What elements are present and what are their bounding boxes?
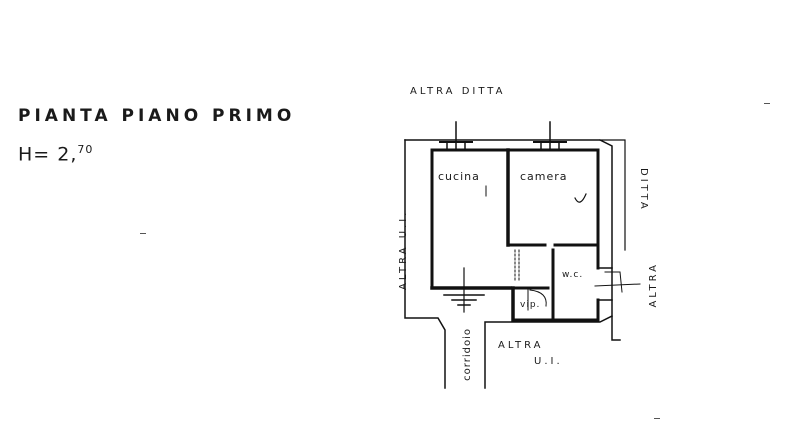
label-right-ditta: DITTA (638, 168, 649, 212)
label-top-altra-ditta: ALTRA DITTA (410, 86, 506, 97)
room-vip: vip. (520, 300, 541, 310)
ceiling-height-value: H= 2, (18, 143, 78, 166)
room-camera: camera (520, 170, 568, 183)
plan-title: PIANTA PIANO PRIMO (18, 106, 296, 126)
label-corridor: corridoio (462, 328, 473, 381)
label-bottom-ui: U.I. (534, 356, 563, 367)
ceiling-height-decimals: 70 (77, 143, 94, 156)
speck (140, 233, 146, 234)
room-wc: w.c. (562, 270, 584, 280)
room-cucina: cucina (438, 170, 480, 183)
label-right-altra: ALTRA (648, 262, 659, 308)
label-left-altra-ui: ALTRA U.I. (398, 209, 409, 290)
speck (764, 103, 770, 104)
ceiling-height: H= 2,70 (18, 143, 93, 165)
label-bottom-altra: ALTRA (498, 340, 544, 351)
speck (654, 418, 660, 419)
